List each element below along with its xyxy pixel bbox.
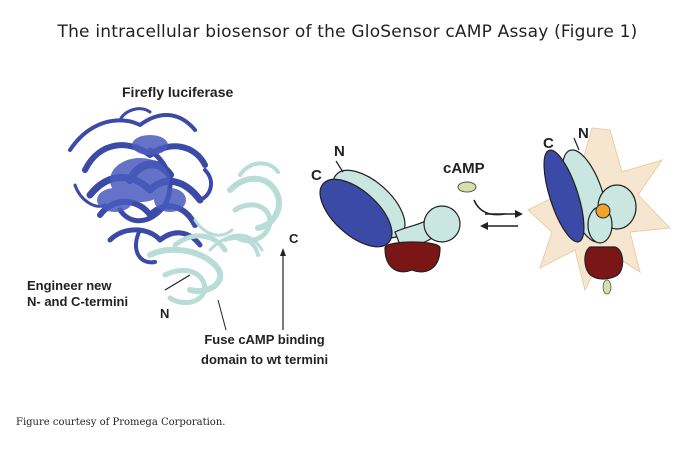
active-c-terminus-label: C [543, 135, 554, 152]
luciferase-ribbon-structure [68, 107, 286, 331]
figure-credit: Figure courtesy of Promega Corporation. [16, 417, 226, 428]
figure-title: The intracellular biosensor of the GloSe… [57, 22, 638, 42]
engineer-termini-label: Engineer new N- and C-termini [27, 278, 129, 309]
firefly-luciferase-label: Firefly luciferase [122, 84, 234, 100]
fuse-domain-label: Fuse cAMP binding domain to wt termini [201, 332, 329, 367]
equilibrium-arrows-icon [473, 199, 523, 230]
active-biosensor [527, 127, 672, 295]
inactive-n-terminus-label: N [334, 143, 345, 160]
camp-label: cAMP [443, 160, 485, 177]
camp-molecule-icon [457, 181, 477, 193]
inactive-c-terminus-label: C [311, 167, 322, 184]
ribbon-c-terminus-label: C [289, 231, 299, 246]
active-n-terminus-label: N [578, 125, 589, 142]
inactive-biosensor [319, 160, 461, 273]
ribbon-n-terminus-label: N [160, 306, 170, 321]
